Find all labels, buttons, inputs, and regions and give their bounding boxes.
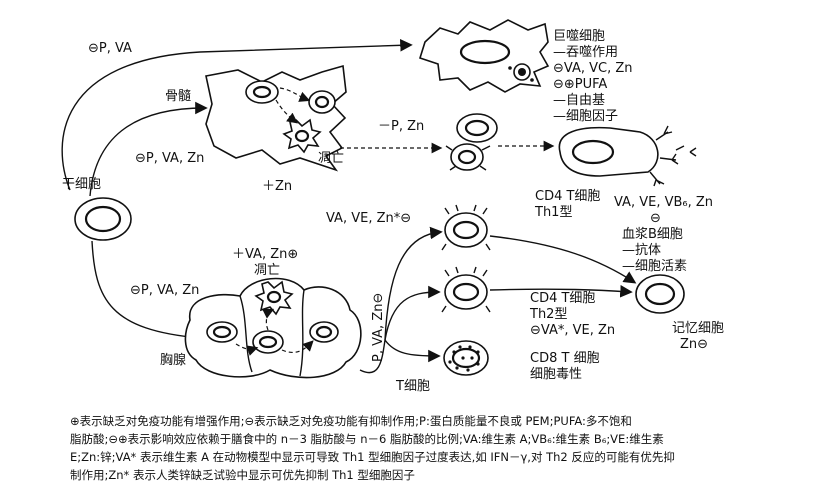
macrophage-title: 巨噬细胞 [553, 29, 605, 44]
th2-line-2: Th2型 [529, 307, 567, 322]
b-cell-line-5: —细胞活素 [622, 259, 687, 274]
arrow-top-label: ⊖P, VA [88, 41, 132, 56]
arrow-bm-label: ⊖P, VA, Zn [135, 151, 204, 166]
figure-caption: ⊕表示缺乏对免疫功能有增强作用;⊖表示缺乏对免疫功能有抑制作用;P:蛋白质能量不… [70, 412, 790, 484]
b-cell-line-1: VA, VE, VB₆, Zn [614, 195, 713, 210]
arrow-th1-to-memory [489, 235, 637, 284]
arrow-to-macrophage [61, 39, 413, 191]
plus-zn-label: ＋Zn [262, 179, 292, 194]
b-cell-line-4: —抗体 [622, 243, 661, 258]
minus-p-zn-label: －P, Zn [378, 119, 424, 134]
th2-t-cell [441, 266, 491, 313]
macrophage-line-2: ⊖VA, VC, Zn [553, 61, 633, 76]
arrow-thymus-label: ⊖P, VA, Zn [130, 283, 199, 298]
thymus-apoptosis-label: 凋亡 [254, 263, 280, 278]
b-cell-line-3: 血浆B细胞 [622, 227, 683, 242]
bone-marrow-tissue [205, 64, 347, 172]
immune-diagram: 干细胞 ⊖P, VA 骨髓 ⊖P, VA, Zn ⊖P, VA, Zn 凋亡 ＋… [61, 19, 724, 394]
th2-line-1: CD4 T细胞 [530, 291, 595, 306]
va-ve-zn-label: VA, VE, Zn*⊖ [326, 211, 411, 226]
precursor-cells [445, 113, 498, 171]
caption-line-1: ⊕表示缺乏对免疫功能有增强作用;⊖表示缺乏对免疫功能有抑制作用;P:蛋白质能量不… [70, 414, 632, 428]
arrow-thymus-to-tcells [359, 339, 386, 374]
b-cell-line-2: ⊖ [650, 211, 661, 226]
memory-cell [635, 274, 685, 314]
macrophage-line-5: —细胞因子 [553, 109, 618, 124]
th1-line-1: CD4 T细胞 [535, 189, 600, 204]
plasma-b-cell [558, 125, 697, 187]
cd8-t-cell [443, 340, 489, 376]
cd8-line-1: CD8 T 细胞 [530, 351, 600, 366]
bone-marrow-label: 骨髓 [165, 89, 191, 104]
thymus-plus-label: ＋VA, Zn⊕ [232, 247, 298, 262]
th1-line-2: Th1型 [534, 205, 572, 220]
th1-t-cell [441, 204, 491, 251]
caption-line-2: 脂肪酸;⊖⊕表示影响效应依赖于膳食中的 n－3 脂肪酸与 n－6 脂肪酸的比例;… [70, 432, 664, 446]
thymus-tissue [184, 277, 362, 379]
macrophage-cell [419, 19, 550, 93]
stem-cell [74, 197, 132, 241]
arrow-to-cd8-tcell [384, 339, 441, 363]
bone-marrow-apoptosis-label: 凋亡 [318, 151, 344, 166]
arrow-to-thymus [91, 240, 203, 344]
macrophage-line-1: —吞噬作用 [553, 45, 618, 60]
memory-line-2: Zn⊖ [680, 337, 708, 352]
arrow-to-th1-tcell [384, 226, 443, 341]
memory-line-1: 记忆细胞 [672, 320, 724, 336]
cd8-line-2: 细胞毒性 [530, 367, 582, 382]
thymus-label: 胸腺 [160, 353, 186, 368]
arrow-to-th2-tcell [384, 285, 441, 341]
p-va-zn-vertical-label: P, VA, Zn⊖ [371, 293, 386, 362]
macrophage-line-3: ⊖⊕PUFA [553, 77, 607, 92]
th2-line-3: ⊖VA*, VE, Zn [530, 323, 615, 338]
arrow-to-bone-marrow [89, 101, 208, 197]
macrophage-line-4: —自由基 [553, 93, 605, 108]
caption-line-3: E;Zn:锌;VA* 表示维生素 A 在动物模型中显示可导致 Th1 型细胞因子… [70, 450, 675, 464]
caption-line-4: 制作用;Zn* 表示人类锌缺乏试验中显示可优先抑制 Th1 型细胞因子 [70, 468, 415, 482]
arrow-th2-to-memory [489, 285, 633, 298]
t-cell-label: T细胞 [395, 379, 430, 394]
